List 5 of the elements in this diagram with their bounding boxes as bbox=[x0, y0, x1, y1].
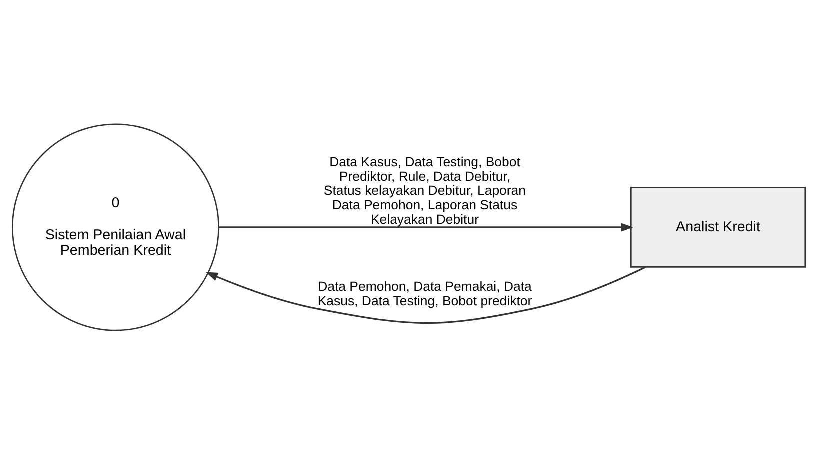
node-box: Analist Kredit bbox=[630, 187, 806, 268]
edge-label: Data Pemohon, Data Pemakai, Data Kasus, Data Testing, Bobot prediktor bbox=[318, 279, 532, 308]
edge-label: Data Kasus, Data Testing, Bobot Prediktor, Rule, Data Debitur, Status kelayakan Debitur, Laporan Data Pemohon, Laporan Status Kelayakan Debitur bbox=[324, 154, 526, 227]
arrow bbox=[206, 266, 646, 324]
arrow bbox=[219, 223, 634, 232]
